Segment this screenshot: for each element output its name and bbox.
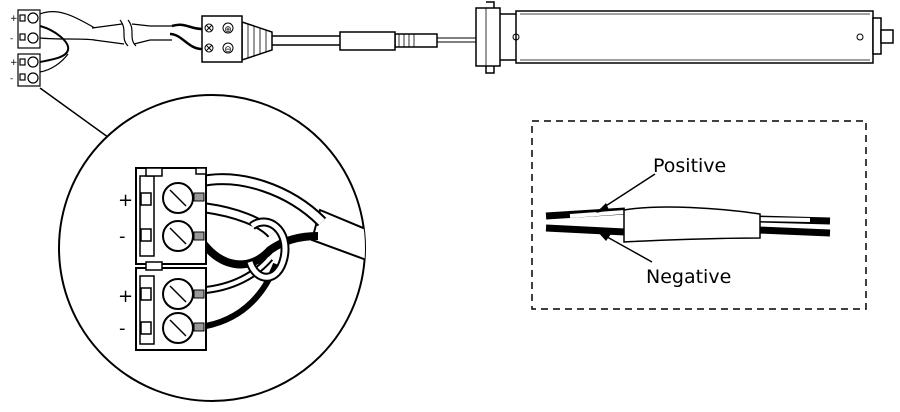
zoom-circle xyxy=(58,94,366,402)
zoom-top-minus-label: - xyxy=(119,226,126,247)
motor-cable xyxy=(241,20,476,62)
wire-detail-box xyxy=(531,120,867,310)
small-top-minus-label: - xyxy=(10,34,13,44)
zoom-terminal-block-top xyxy=(135,167,207,265)
zoom-terminal-block-bottom xyxy=(135,261,207,351)
zoom-top-plus-label: + xyxy=(118,190,133,211)
zoom-bottom-minus-label: - xyxy=(119,318,126,339)
small-top-plus-label: + xyxy=(10,14,18,24)
connector-minus-symbol: ⊖ xyxy=(224,45,232,55)
connector-plus-symbol: ⊕ xyxy=(224,25,232,35)
tubular-motor xyxy=(475,1,894,74)
positive-label: Positive xyxy=(653,155,726,177)
small-terminal-block-bottom xyxy=(17,53,41,87)
negative-label: Negative xyxy=(646,266,731,288)
zoom-leader-line xyxy=(39,87,113,141)
zoom-bottom-plus-label: + xyxy=(118,286,133,307)
small-bottom-plus-label: + xyxy=(10,58,18,68)
connector-wires xyxy=(39,11,203,73)
small-terminal-block-top xyxy=(17,9,41,49)
plug-connector: ⊕ ⊖ xyxy=(201,15,243,63)
small-bottom-minus-label: - xyxy=(10,74,13,84)
